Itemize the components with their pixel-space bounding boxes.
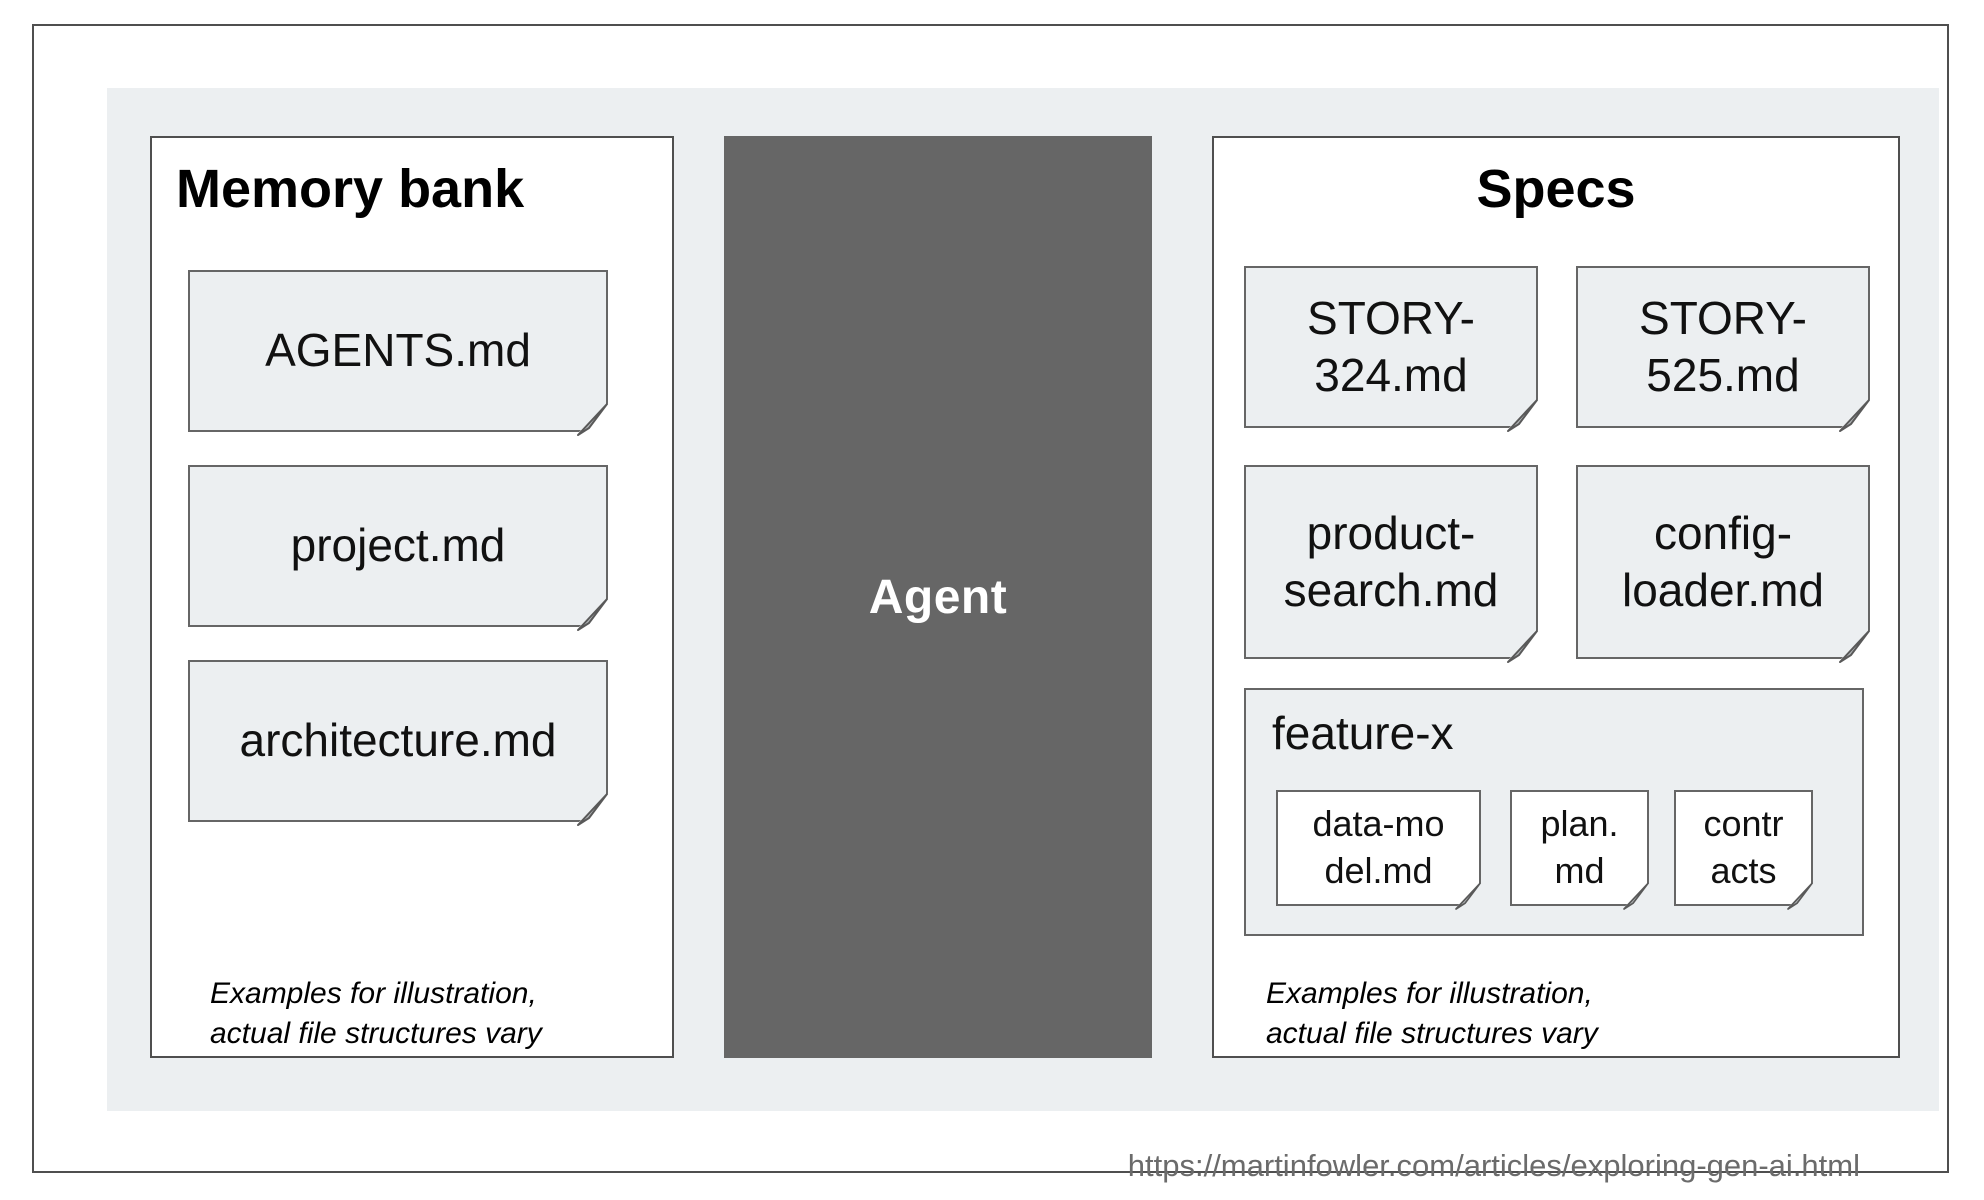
file-card-label: AGENTS.md [265, 324, 531, 377]
illustration-note: Examples for illustration, actual file s… [210, 977, 542, 1050]
file-card-project-md: project.md [188, 465, 608, 631]
specs-box: Specs STORY- 324.md STORY- 525.md produc… [1212, 136, 1900, 1058]
file-card-story-525-md: STORY- 525.md [1576, 266, 1870, 432]
folded-corner-icon [577, 598, 608, 631]
folded-corner-icon [1839, 630, 1870, 663]
file-card-label: STORY- 324.md [1307, 291, 1475, 401]
folded-corner-icon [1507, 399, 1538, 432]
outer-frame: Memory bank AGENTS.md project.md archite… [32, 24, 1949, 1183]
memory-bank-box: Memory bank AGENTS.md project.md archite… [150, 136, 674, 1058]
file-card-label: data-mo del.md [1312, 803, 1445, 891]
file-card-label: product- search.md [1283, 506, 1499, 616]
file-card-label: plan. md [1540, 803, 1619, 891]
folded-corner-icon [577, 793, 608, 826]
folded-corner-icon [1507, 630, 1538, 663]
footer-source-url: https://martinfowler.com/articles/explor… [1127, 1148, 1860, 1183]
folded-corner-icon [1623, 882, 1649, 910]
file-card-contracts: contr acts [1674, 790, 1813, 910]
file-card-config-loader-md: config- loader.md [1576, 465, 1870, 663]
specs-title: Specs [1476, 159, 1636, 219]
file-card-label: project.md [290, 519, 506, 572]
folded-corner-icon [1455, 882, 1481, 910]
memory-bank-title: Memory bank [176, 159, 525, 219]
agent-box: Agent [724, 136, 1152, 1058]
file-card-label: STORY- 525.md [1639, 291, 1807, 401]
file-card-plan-md: plan. md [1510, 790, 1649, 910]
folded-corner-icon [1787, 882, 1813, 910]
feature-x-folder: feature-x data-mo del.md plan. md contr … [1244, 688, 1864, 936]
file-card-architecture-md: architecture.md [188, 660, 608, 826]
file-card-label: architecture.md [239, 714, 557, 767]
file-card-story-324-md: STORY- 324.md [1244, 266, 1538, 432]
file-card-label: contr acts [1703, 803, 1784, 891]
feature-x-title: feature-x [1272, 707, 1454, 759]
agent-label: Agent [868, 570, 1008, 624]
folded-corner-icon [1839, 399, 1870, 432]
file-card-agents-md: AGENTS.md [188, 270, 608, 436]
illustration-note: Examples for illustration, actual file s… [1266, 977, 1598, 1050]
file-card-product-search-md: product- search.md [1244, 465, 1538, 663]
file-card-label: config- loader.md [1621, 506, 1824, 616]
folded-corner-icon [577, 403, 608, 436]
file-card-data-model-md: data-mo del.md [1276, 790, 1481, 910]
